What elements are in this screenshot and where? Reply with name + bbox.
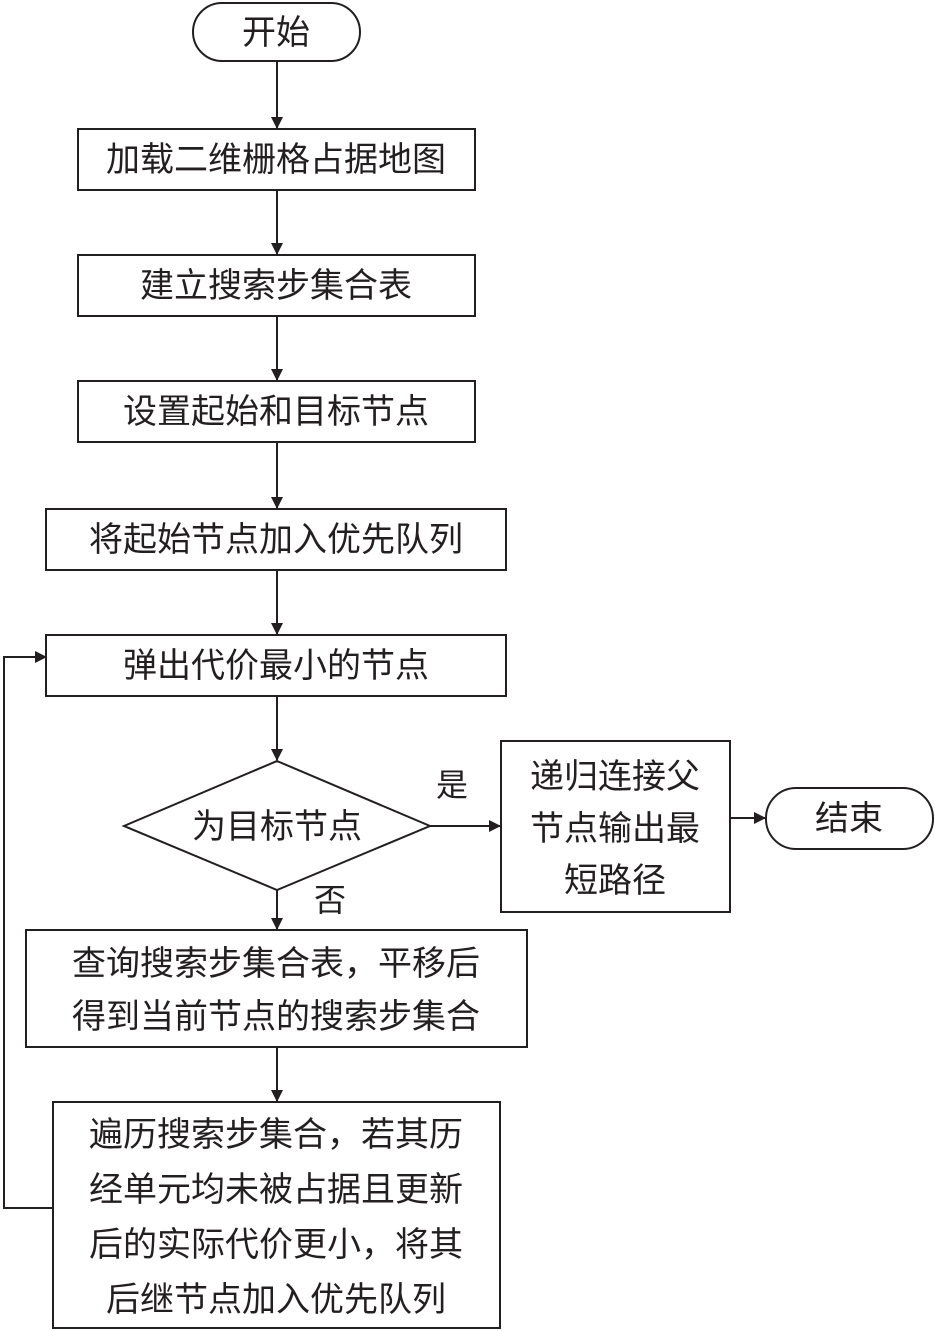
traverse-line-2: 经单元均未被占据且更新 xyxy=(89,1170,463,1210)
query-table-box xyxy=(25,929,528,1048)
traverse-line-4: 后继节点加入优先队列 xyxy=(106,1280,446,1320)
load-map-label: 加载二维栅格占据地图 xyxy=(106,140,446,180)
query-table-line-2: 得到当前节点的搜索步集合 xyxy=(72,997,480,1037)
build-table-label: 建立搜索步集合表 xyxy=(140,266,412,306)
output-path-line-1: 递归连接父 xyxy=(530,757,700,797)
start-label: 开始 xyxy=(242,13,310,53)
goal-decision-diamond xyxy=(121,759,433,892)
output-path-box xyxy=(500,740,731,913)
load-map-box xyxy=(77,128,476,191)
traverse-box xyxy=(52,1101,501,1329)
edge-loop-back xyxy=(3,651,53,1209)
pop-min-box xyxy=(45,634,507,697)
start-terminator xyxy=(192,2,361,62)
goal-decision-label: 为目标节点 xyxy=(192,807,362,847)
end-terminator xyxy=(765,787,934,850)
enqueue-start-box xyxy=(45,508,507,571)
yes-label: 是 xyxy=(436,766,468,804)
end-label: 结束 xyxy=(815,799,883,839)
no-label: 否 xyxy=(314,881,346,919)
traverse-line-3: 后的实际代价更小，将其 xyxy=(89,1225,463,1265)
traverse-line-1: 遍历搜索步集合，若其历 xyxy=(89,1115,463,1155)
build-table-box xyxy=(77,254,476,317)
pop-min-label: 弹出代价最小的节点 xyxy=(123,646,429,686)
query-table-line-1: 查询搜索步集合表，平移后 xyxy=(72,944,480,984)
enqueue-start-label: 将起始节点加入优先队列 xyxy=(89,520,463,560)
set-nodes-box xyxy=(77,380,476,443)
set-nodes-label: 设置起始和目标节点 xyxy=(123,392,429,432)
output-path-line-3: 短路径 xyxy=(564,861,666,901)
output-path-line-2: 节点输出最 xyxy=(530,809,700,849)
